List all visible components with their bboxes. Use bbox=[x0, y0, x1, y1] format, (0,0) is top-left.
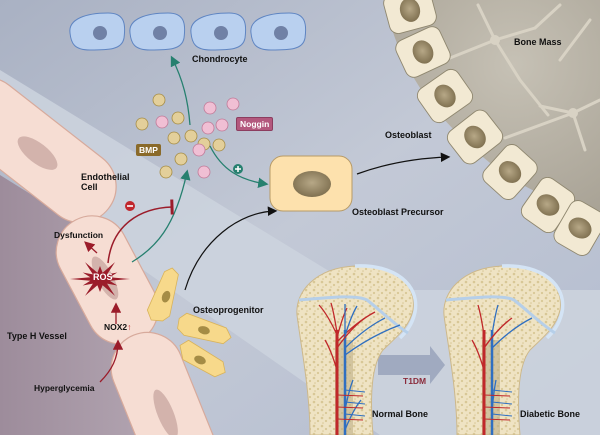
osteoblast-cell bbox=[383, 0, 437, 34]
label-osteoblast: Osteoblast bbox=[385, 130, 432, 140]
osteoblast-cell bbox=[520, 176, 576, 234]
osteoblast-precursor-cell bbox=[269, 155, 353, 212]
arrow-hyperglycemia-to-nox2 bbox=[99, 339, 124, 383]
bmp-molecule bbox=[212, 138, 226, 152]
label-type-h-vessel: Type H Vessel bbox=[7, 331, 67, 341]
noggin-molecule bbox=[201, 121, 215, 135]
molecule-cluster bbox=[135, 93, 240, 179]
endothelial-cell-lower bbox=[110, 331, 221, 435]
label-chondrocyte: Chondrocyte bbox=[192, 54, 248, 64]
label-dysfunction: Dysfunction bbox=[54, 230, 104, 240]
arrow-vessel-to-bmp bbox=[131, 169, 191, 263]
bmp-molecule bbox=[167, 131, 181, 145]
ros-burst bbox=[70, 262, 130, 296]
label-normal-bone: Normal Bone bbox=[372, 409, 429, 419]
noggin-molecule bbox=[197, 165, 211, 179]
endothelial-cell-upper bbox=[0, 77, 117, 223]
noggin-badge: Noggin bbox=[236, 117, 274, 131]
bmp-molecule bbox=[174, 152, 188, 166]
osteoblast-cell bbox=[446, 109, 504, 165]
bmp-molecule bbox=[152, 93, 166, 107]
t1dm-arrow bbox=[378, 346, 445, 384]
label-osteoprogenitor: Osteoprogenitor bbox=[193, 305, 264, 315]
label-nox2-text: NOX2 bbox=[104, 322, 128, 332]
label-endothelial-line1: Endothelial bbox=[81, 172, 130, 182]
noggin-molecule bbox=[192, 143, 206, 157]
arrow-to-chondrocyte bbox=[170, 55, 191, 126]
arrow-precursor-to-osteoblast bbox=[356, 152, 451, 175]
ros-inhibition-arrow bbox=[107, 199, 174, 264]
normal-bone-illustration bbox=[296, 264, 418, 435]
label-endothelial-line2: Cell bbox=[81, 181, 98, 192]
bmp-molecule bbox=[135, 117, 149, 131]
label-osteoblast-precursor: Osteoblast Precursor bbox=[352, 207, 444, 217]
chondrocyte-cell bbox=[129, 12, 186, 51]
noggin-molecule bbox=[155, 115, 169, 129]
diabetic-bone-illustration bbox=[443, 264, 565, 435]
chondrocyte-cell bbox=[69, 12, 126, 51]
bmp-molecule bbox=[171, 111, 185, 125]
bmp-molecule bbox=[184, 129, 198, 143]
osteoprogenitor-cells bbox=[146, 267, 232, 378]
label-nox2: NOX2↑ bbox=[104, 322, 132, 332]
bmp-badge: BMP bbox=[136, 144, 161, 156]
noggin-molecule bbox=[226, 97, 240, 111]
chondrocyte-row bbox=[69, 12, 307, 51]
noggin-molecule bbox=[215, 118, 229, 132]
osteoblast-layer bbox=[383, 0, 600, 256]
up-arrow-icon: ↑ bbox=[127, 322, 132, 332]
label-bone-mass: Bone Mass bbox=[514, 37, 562, 47]
osteoblast-cell bbox=[416, 68, 474, 124]
osteoblast-cell bbox=[482, 144, 538, 200]
arrow-progenitor-to-precursor bbox=[184, 206, 278, 291]
label-hyperglycemia: Hyperglycemia bbox=[34, 383, 95, 393]
osteoblast-cell bbox=[553, 200, 600, 256]
osteoblast-cell bbox=[395, 26, 451, 78]
noggin-molecule bbox=[203, 101, 217, 115]
label-endothelial-cell: Endothelial Cell bbox=[81, 172, 130, 193]
label-ros: ROS bbox=[93, 272, 113, 282]
chondrocyte-cell bbox=[250, 12, 307, 51]
arrow-ros-to-dysfunction bbox=[84, 241, 98, 254]
arrow-to-precursor bbox=[209, 145, 269, 188]
bmp-molecule bbox=[159, 165, 173, 179]
label-t1dm: T1DM bbox=[403, 376, 427, 386]
chondrocyte-cell bbox=[190, 12, 247, 51]
label-diabetic-bone: Diabetic Bone bbox=[520, 409, 581, 419]
